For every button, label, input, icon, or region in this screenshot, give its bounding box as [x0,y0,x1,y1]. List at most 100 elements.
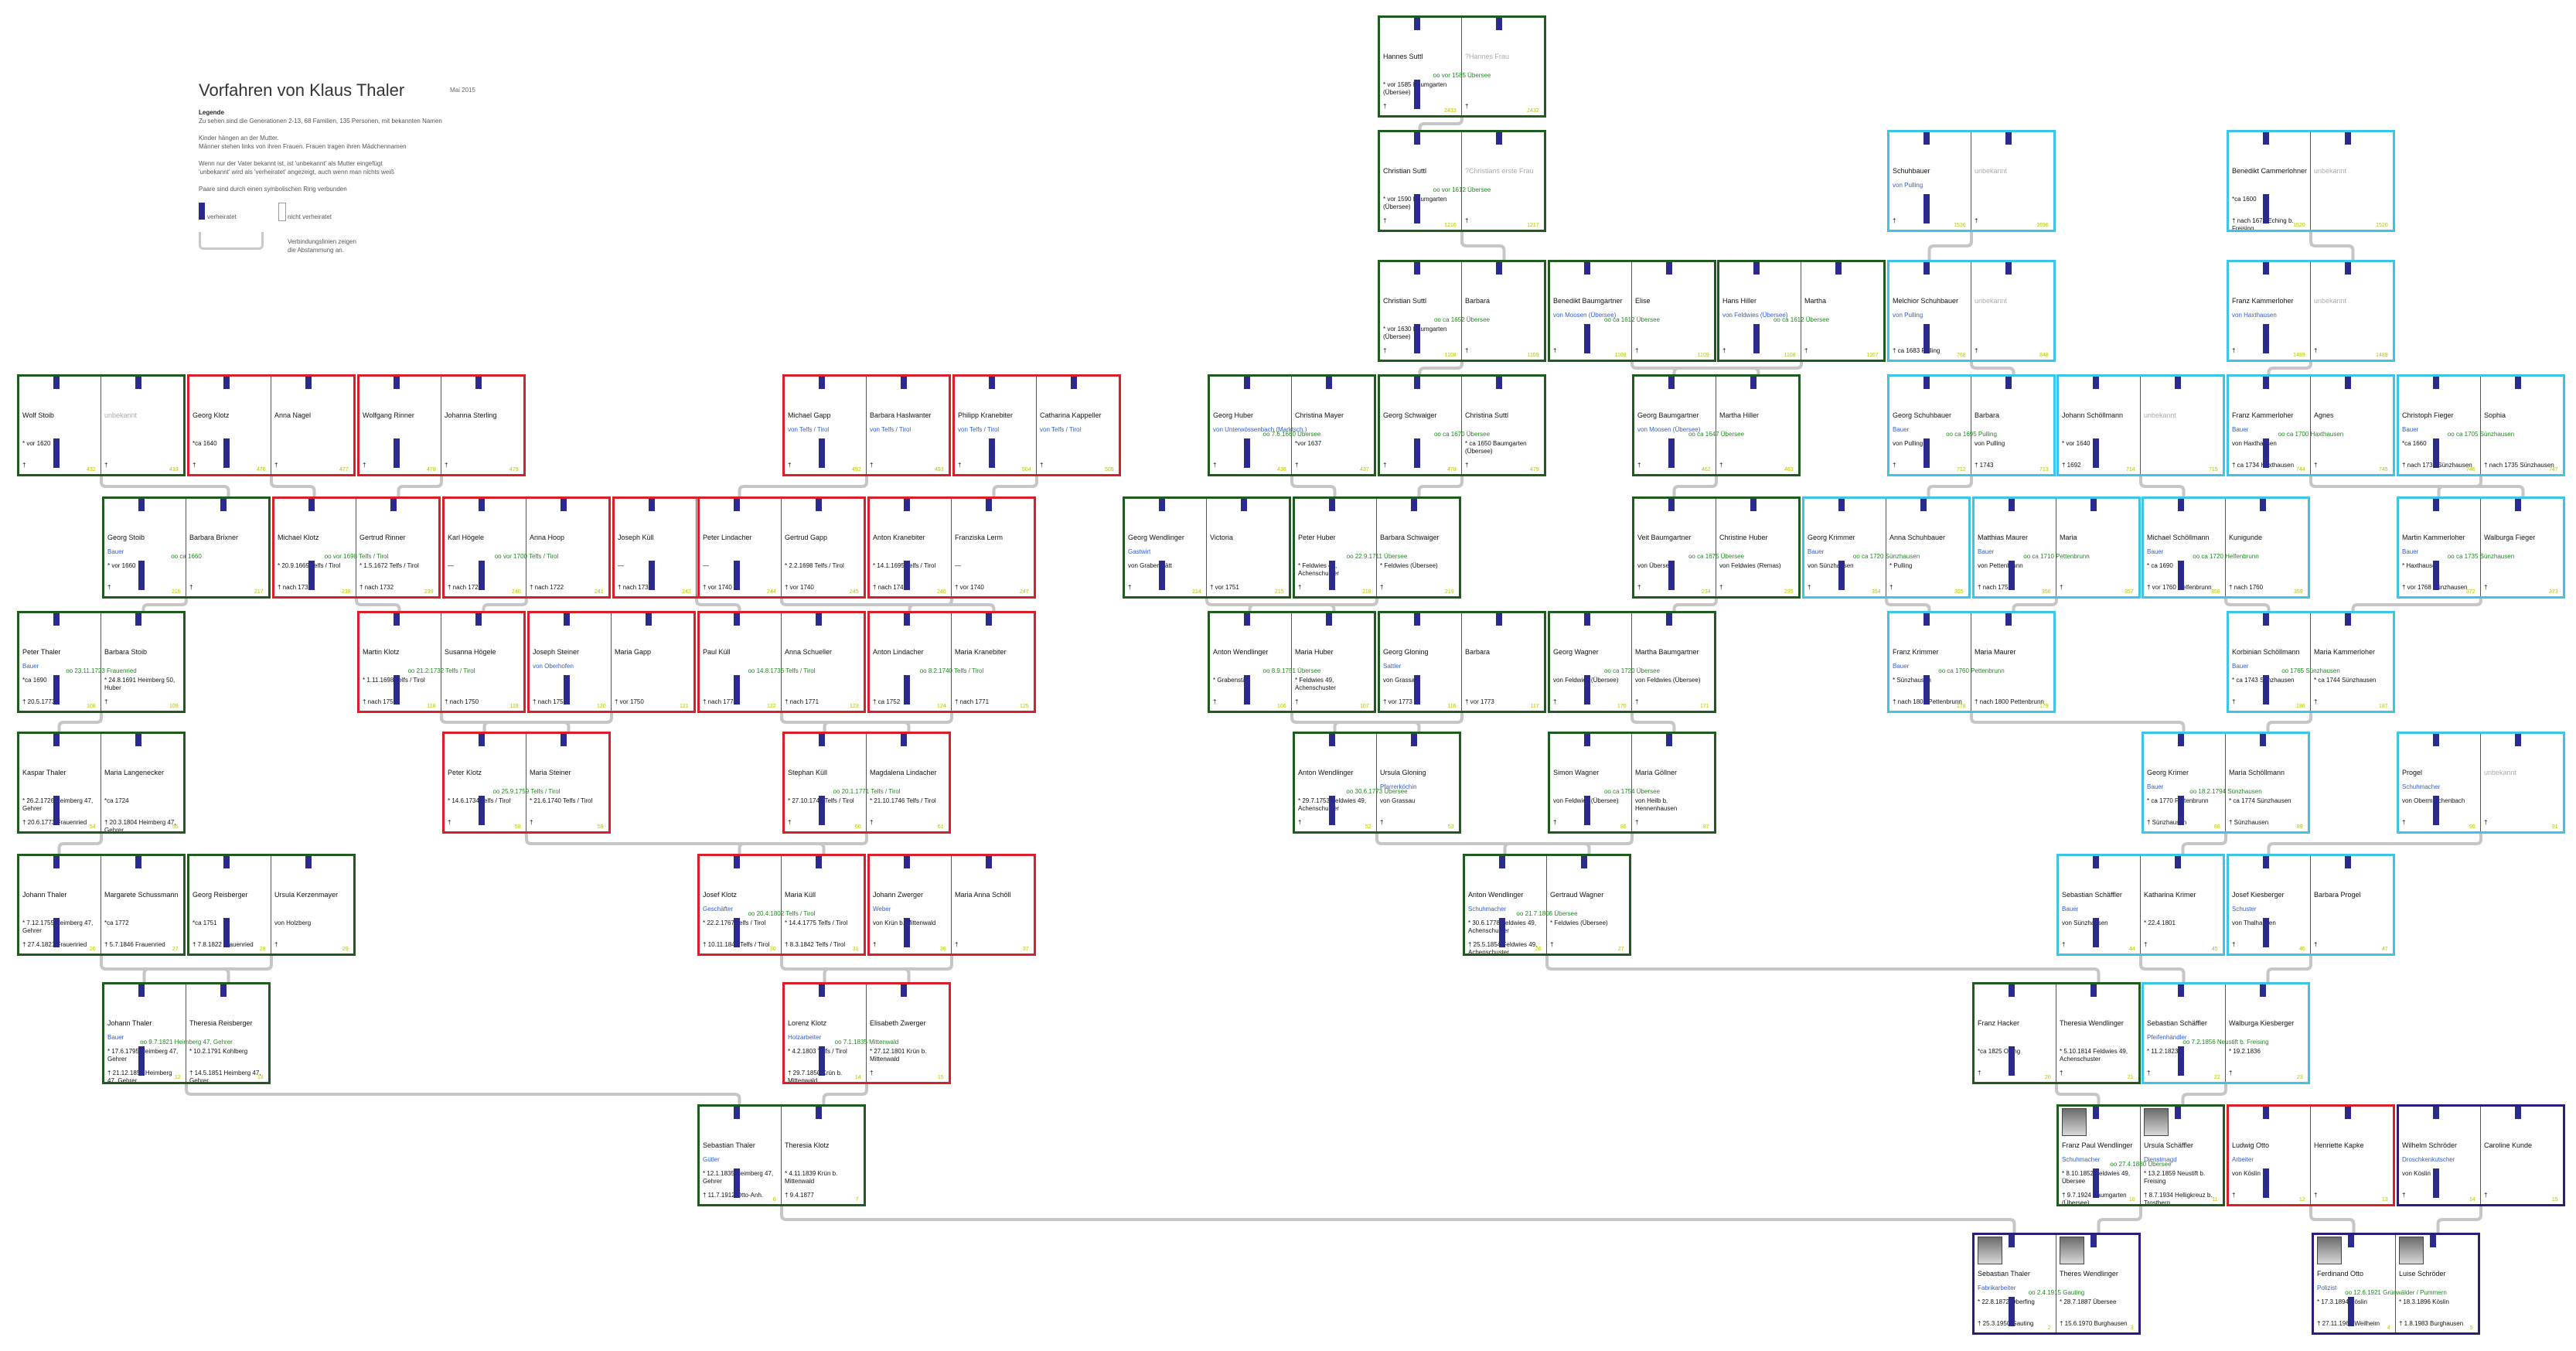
descent-line [270,476,316,496]
husband-name: Martin Kammerloher [2402,534,2465,541]
wife-name: Gertrud Rinner [359,534,406,541]
wife-death: † [1635,819,1639,826]
parent-link-bar [2262,132,2269,145]
wife-id: 59 [597,824,604,830]
marriage-bar [1583,675,1590,704]
husband-id: 108 [87,704,96,709]
descent-line [1460,232,1506,260]
wife-name: Maria Kammerloher [2314,648,2376,656]
wife-name: Walburga Fieger [2484,534,2536,541]
husband-name: Georg Schwaiger [1383,411,1437,419]
wife-name: Maria [2060,534,2077,541]
wife-death: † nach 1800 Pettenbrunn [1975,698,2044,705]
husband-death: † [1553,819,1557,826]
husband-name: Joseph Steiner [533,648,580,656]
marriage-info: oo vor 1585 Übersee [1433,72,1491,79]
husband-death: † [1722,347,1726,354]
wife-name: Maria Anna Schöll [955,891,1011,899]
husband-death: † nach 1750 [363,698,397,705]
parent-link-bar [2432,499,2439,511]
husband-death: † [2232,698,2236,705]
husband-panel: Anton Wendlinger* Grabenstätt†106 [1210,613,1292,711]
husband-death: † vor 1760 Helfenbrunn [2147,584,2212,591]
husband-panel: Georg Klotz*ca 1640†476 [189,377,271,474]
wife-id: 53 [1447,824,1454,830]
wife-birth: * 2.2.1698 Telfs / Tirol [785,562,844,569]
marriage-info: oo ca 1612 Übersee [1603,316,1661,323]
descent-line [1970,713,2186,732]
legend-line: Kinder hängen an der Mutter. [199,135,279,142]
husband-birth: * 22.8.1872 Oberfing [1978,1298,2035,1305]
wife-id: 241 [594,589,604,595]
husband-name: Hannes Suttl [1383,53,1423,60]
husband-birth: * 22.2.1767 Telfs / Tirol [703,919,766,926]
descent-line [1630,713,1676,732]
parent-link-bar [986,613,992,626]
husband-id: 436 [1277,467,1286,473]
husband-occupation: Polizist [2317,1284,2337,1291]
marriage-info: oo ca 1670 Übersee [1433,431,1491,438]
husband-occupation: von Feldwies (Übersee) [1722,312,1788,319]
wife-birth: * 1.5.1672 Telfs / Tirol [359,562,419,569]
marriage-info: oo ca 1612 Übersee [1773,316,1830,323]
wife-id: 15 [2551,1197,2558,1203]
husband-death: † ca 1752 [873,698,901,705]
husband-name: Peter Klotz [448,769,482,776]
wife-name: Ursula Schäffler [2144,1141,2193,1149]
wife-death: † nach 1732 [359,584,394,591]
legend-line: Wenn nur der Vater bekannt ist, ist 'unb… [199,160,383,167]
parent-link-bar [220,984,227,997]
husband-name: Johann Zwerger [873,891,924,899]
wife-death: † 15.6.1970 Burghausen [2060,1320,2128,1327]
husband-name: Georg Wagner [1553,648,1599,656]
husband-name: Georg Reisberger [193,891,248,899]
husband-birth: * Sünzhausen [1893,677,1931,684]
wife-occupation: von Telfs / Tirol [1040,426,1082,433]
husband-occupation: von Pulling [1893,182,1923,189]
wife-birth: * ca 1774 Sünzhausen [2229,797,2291,804]
husband-name: Wolf Stoib [22,411,54,419]
husband-name: Ludwig Otto [2232,1141,2270,1149]
wife-id: 3 [2130,1325,2134,1331]
marriage-bar [2092,918,2099,947]
parent-link-bar [2432,377,2439,389]
marriage-bar [2262,324,2269,353]
wife-id: 31 [852,947,859,952]
wife-id: 2432 [1527,108,1539,114]
parent-link-bar [1243,377,1250,389]
marriage-bar [1413,194,1420,223]
wife-id: 355 [1954,589,1964,595]
wife-birth: * ca 1744 Sünzhausen [2314,677,2377,684]
wife-name: Franziska Lerm [955,534,1003,541]
wife-name: Barbara Schwaiger [1380,534,1440,541]
wife-name: Johanna Sterling [445,411,497,419]
parent-link-bar [2177,499,2184,511]
husband-id: 88 [2213,824,2220,830]
husband-id: 120 [597,704,606,709]
marriage-info: oo ca 1720 Sünzhausen [1852,553,1920,560]
wife-death: † [1295,462,1299,469]
descent-line [57,834,103,854]
parent-link-bar [2262,856,2269,868]
descent-line [1333,713,1463,732]
descent-line [1927,232,1973,260]
marriage-info: oo 22.9.1711 Übersee [1346,553,1408,560]
wife-panel: Barbara Schwaiger* Feldwies (Übersee)†21… [1377,499,1459,596]
parent-link-bar [2175,1107,2181,1119]
wife-name: Ursula Gloning [1380,769,1426,776]
parent-link-bar [1413,613,1420,626]
parent-link-bar [53,377,60,389]
husband-occupation: Schuhmacher [2062,1156,2101,1163]
wife-id: 37 [1022,947,1029,952]
husband-birth: von Haxthausen [2232,440,2277,447]
